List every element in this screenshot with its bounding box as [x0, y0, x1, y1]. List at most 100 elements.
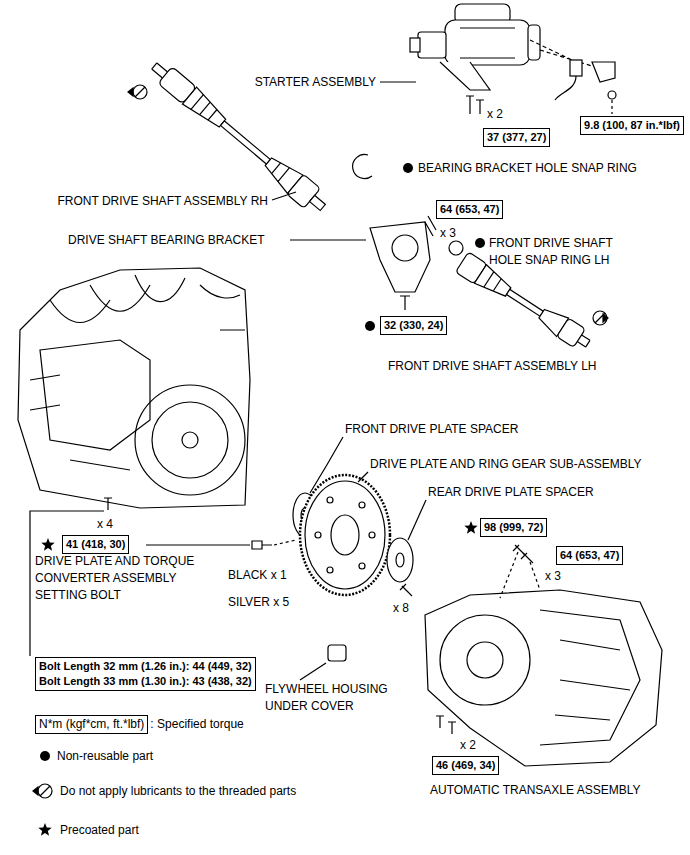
starter-drawing	[380, 4, 616, 114]
drive-plate-drawing	[252, 541, 272, 549]
drive-plate-drawing	[274, 540, 296, 545]
drive-plate-drawing	[310, 437, 343, 493]
snap-ring-lh-drawing	[449, 241, 463, 255]
drive-plate-drawing	[300, 475, 390, 595]
bearing-bracket-drawing	[290, 216, 436, 331]
transaxle-drawing	[328, 645, 346, 661]
part-name: DRIVE PLATE AND RING GEAR SUB-ASSEMBLY	[370, 456, 642, 473]
snap-ring-drawing	[353, 155, 413, 179]
drive-plate-drawing	[146, 544, 250, 545]
legend-text: Non-reusable part	[57, 748, 153, 764]
part-name: : Specified torque	[150, 716, 243, 733]
starter-drawing	[611, 100, 612, 114]
torque-text: N*m (kgf*cm, ft.*lbf)	[39, 717, 144, 732]
starter-drawing	[418, 32, 446, 58]
part-name: FRONT DRIVE SHAFT ASSEMBLY RH	[58, 193, 269, 210]
engine-drawing	[135, 385, 245, 495]
torque-text: Bolt Length 33 mm (1.30 in.): 43 (438, 3…	[39, 674, 252, 689]
torque-spec: 32 (330, 24)	[380, 316, 447, 335]
part-name: BEARING BRACKET HOLE SNAP RING	[418, 160, 637, 177]
snap-ring-drawing	[403, 163, 413, 173]
starter-drawing	[528, 25, 540, 60]
unit-box: N*m (kgf*cm, ft.*lbf)	[35, 715, 148, 734]
transaxle-drawing	[555, 640, 630, 720]
legend-text: Precoated part	[60, 822, 139, 838]
engine-drawing	[104, 498, 112, 510]
torque-spec: 98 (999, 72)	[480, 518, 547, 537]
starter-drawing	[570, 60, 582, 76]
leader-line	[272, 192, 296, 200]
transaxle-drawing	[436, 716, 444, 728]
bearing-bracket-drawing	[392, 235, 418, 261]
torque-text: 32 (330, 24)	[384, 318, 443, 333]
drive-plate-drawing	[387, 538, 413, 582]
torque-spec: 64 (653, 47)	[556, 546, 623, 565]
snap-ring-lh-drawing	[475, 238, 485, 248]
quantity: x 4	[97, 516, 113, 533]
bearing-bracket-drawing	[425, 216, 436, 236]
torque-text: 64 (653, 47)	[440, 202, 499, 217]
transaxle-drawing	[448, 722, 456, 734]
part-name: FRONT DRIVE SHAFT ASSEMBLY LH	[388, 358, 597, 375]
drive-shaft-rh-drawing	[270, 161, 289, 181]
drive-plate-drawing	[396, 553, 404, 567]
legend-symbols	[33, 751, 52, 836]
part-name: FRONT DRIVE PLATE SPACER	[345, 421, 518, 438]
part-name: DRIVE PLATE AND TORQUE CONVERTER ASSEMBL…	[35, 553, 220, 604]
drive-plate-drawing	[359, 502, 365, 508]
snap-ring-drawing	[353, 155, 372, 179]
drive-shaft-rh-drawing	[221, 121, 271, 164]
torque-spec: 46 (469, 34)	[432, 756, 499, 775]
transaxle-drawing	[521, 553, 533, 563]
legend-symbols	[38, 823, 51, 836]
quantity: x 2	[487, 106, 503, 123]
torque-text: 64 (653, 47)	[560, 548, 619, 563]
transaxle-drawing	[300, 521, 662, 766]
part-name: STARTER ASSEMBLY	[255, 74, 376, 91]
starter-drawing	[380, 81, 416, 82]
part-name: REAR DRIVE PLATE SPACER	[428, 484, 594, 501]
bolt-length-table: Bolt Length 32 mm (1.26 in.): 44 (449, 3…	[35, 657, 256, 691]
legend-symbols	[40, 751, 50, 761]
torque-spec: 41 (418, 30)	[62, 535, 129, 554]
part-name: BLACK x 1	[228, 567, 287, 584]
quantity: x 2	[460, 737, 476, 754]
drive-plate-drawing	[369, 532, 375, 538]
drive-plate-drawing	[315, 532, 321, 538]
drive-shaft-lh-drawing	[577, 335, 590, 347]
engine-drawing	[18, 268, 250, 656]
drive-plate-drawing	[400, 584, 412, 596]
engine-drawing	[40, 340, 150, 450]
starter-drawing	[592, 62, 615, 82]
part-name: DRIVE SHAFT BEARING BRACKET	[68, 232, 264, 249]
part-name: SILVER x 5	[228, 594, 289, 611]
drive-shaft-lh-drawing	[506, 289, 543, 316]
drive-plate-drawing	[331, 515, 359, 555]
transaxle-drawing	[425, 590, 662, 766]
drive-plate-drawing	[327, 567, 333, 573]
part-name: FLYWHEEL HOUSING UNDER COVER	[265, 681, 400, 715]
starter-drawing	[476, 100, 484, 114]
torque-text: Bolt Length 32 mm (1.26 in.): 44 (449, 3…	[39, 659, 252, 674]
snap-ring-lh-drawing	[449, 238, 485, 255]
drive-shaft-rh-drawing	[310, 195, 326, 210]
drive-plate-drawing	[305, 481, 385, 589]
no-lube-icon	[595, 313, 608, 323]
no-lube-icon	[128, 87, 145, 97]
quantity: x 3	[440, 225, 456, 242]
bearing-bracket-drawing	[290, 239, 366, 240]
part-name: FRONT DRIVE SHAFT HOLE SNAP RING LH	[489, 235, 629, 269]
torque-text: 41 (418, 30)	[66, 537, 125, 552]
no-lube-icon	[593, 311, 607, 325]
starter-drawing	[460, 28, 515, 58]
part-name: AUTOMATIC TRANSAXLE ASSEMBLY	[430, 782, 641, 799]
torque-text: 37 (377, 27)	[487, 130, 546, 145]
starter-drawing	[410, 38, 420, 52]
transaxle-drawing	[500, 552, 540, 598]
legend-text: Do not apply lubricants to the threaded …	[60, 783, 296, 799]
engine-drawing	[200, 285, 245, 330]
engine-drawing	[50, 275, 185, 323]
transaxle-drawing	[440, 615, 530, 705]
bearing-bracket-drawing	[365, 321, 375, 331]
starter-drawing	[466, 96, 474, 114]
